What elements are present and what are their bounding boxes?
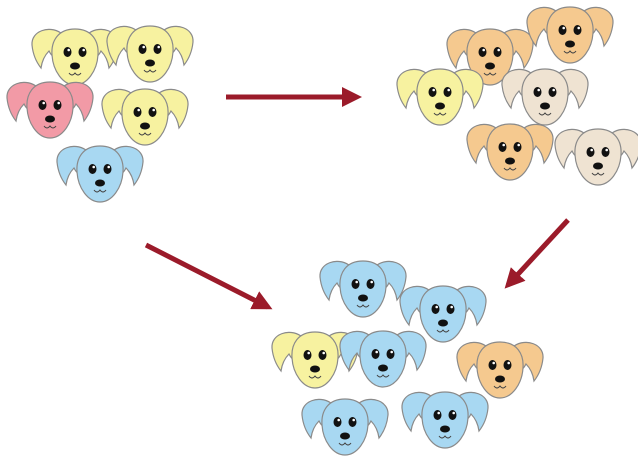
arrow-2	[144, 242, 273, 310]
dog-face-icon	[6, 81, 94, 139]
arrows-layer	[144, 87, 570, 310]
dog-face-icon	[399, 285, 487, 343]
arrow-3	[504, 218, 570, 289]
group-middle	[396, 6, 638, 186]
dog-face-icon	[401, 391, 489, 449]
dog-face-icon	[501, 68, 589, 126]
dog-face-icon	[526, 6, 614, 64]
dog-face-icon	[456, 341, 544, 399]
dog-face-icon	[106, 25, 194, 83]
group-start	[6, 25, 194, 203]
dog-face-icon	[466, 123, 554, 181]
dog-face-icon	[301, 398, 389, 456]
dogs-layer	[6, 6, 638, 456]
dog-face-icon	[56, 145, 144, 203]
group-end	[271, 260, 544, 456]
dog-face-icon	[396, 68, 484, 126]
dog-face-icon	[319, 260, 407, 318]
dog-face-icon	[339, 330, 427, 388]
dog-face-icon	[446, 28, 534, 86]
dog-face-icon	[101, 88, 189, 146]
dog-face-icon	[31, 28, 119, 86]
dog-face-icon	[554, 128, 638, 186]
